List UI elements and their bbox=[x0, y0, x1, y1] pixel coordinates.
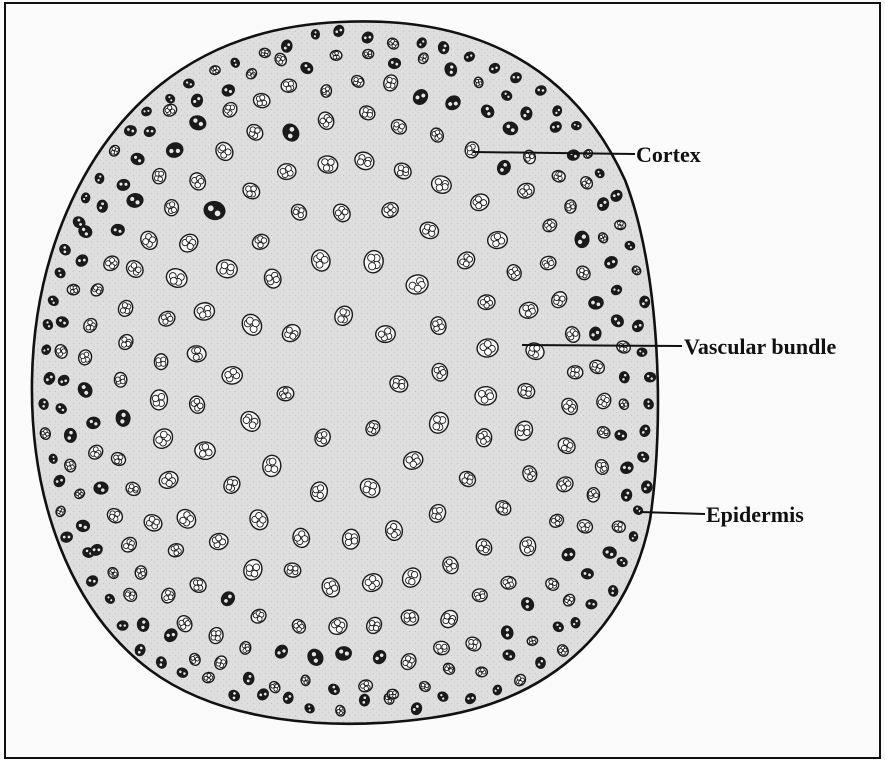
vascular-bundle bbox=[94, 482, 108, 494]
vascular-bundle bbox=[575, 231, 589, 247]
vascular-bundle bbox=[300, 675, 310, 686]
vascular-bundle-leader-line bbox=[522, 345, 682, 346]
vascular-bundle-label: Vascular bundle bbox=[684, 334, 836, 359]
stem-outline bbox=[32, 21, 658, 723]
vascular-bundle bbox=[165, 200, 179, 216]
vascular-bundle bbox=[363, 49, 374, 58]
vascular-bundle bbox=[637, 348, 647, 357]
vascular-bundle bbox=[640, 296, 650, 307]
vascular-bundle bbox=[114, 372, 127, 387]
vascular-bundle bbox=[97, 200, 107, 212]
vascular-bundle bbox=[277, 386, 294, 401]
vascular-bundle bbox=[587, 487, 601, 503]
vascular-bundle bbox=[641, 481, 652, 494]
vascular-bundle bbox=[320, 84, 332, 97]
vascular-bundle bbox=[571, 617, 581, 628]
vascular-bundle bbox=[81, 193, 91, 204]
vascular-bundle bbox=[521, 107, 532, 120]
vascular-bundle bbox=[259, 48, 271, 58]
vascular-bundle bbox=[209, 65, 220, 75]
vascular-bundle bbox=[330, 50, 342, 60]
vascular-bundle bbox=[567, 365, 583, 379]
vascular-bundle bbox=[572, 122, 582, 130]
epidermis-label: Epidermis bbox=[706, 502, 804, 527]
vascular-bundle bbox=[95, 173, 104, 184]
vascular-bundle bbox=[388, 58, 401, 69]
vascular-bundle bbox=[243, 672, 254, 685]
vascular-bundle bbox=[154, 354, 168, 370]
vascular-bundle bbox=[564, 200, 576, 214]
vascular-bundle bbox=[476, 428, 492, 447]
vascular-bundle bbox=[645, 372, 656, 381]
vascular-bundle bbox=[614, 220, 626, 230]
vascular-bundle bbox=[311, 30, 319, 39]
vascular-bundle bbox=[629, 532, 638, 542]
vascular-bundle bbox=[474, 386, 496, 405]
vascular-bundle bbox=[64, 428, 76, 442]
vascular-bundle bbox=[501, 576, 517, 590]
vascular-bundle bbox=[582, 569, 594, 579]
vascular-bundle bbox=[150, 389, 168, 410]
vascular-bundle bbox=[472, 589, 487, 602]
vascular-bundle bbox=[586, 599, 597, 609]
vascular-bundle bbox=[117, 621, 128, 630]
vascular-bundle bbox=[67, 284, 79, 295]
cortex-label: Cortex bbox=[636, 142, 701, 167]
vascular-bundle bbox=[360, 694, 370, 705]
vascular-bundle bbox=[277, 163, 296, 180]
vascular-bundle bbox=[478, 294, 496, 310]
vascular-bundle bbox=[375, 325, 396, 343]
vascular-bundle bbox=[476, 667, 488, 678]
vascular-bundle bbox=[184, 79, 194, 88]
vascular-bundle bbox=[520, 537, 536, 556]
